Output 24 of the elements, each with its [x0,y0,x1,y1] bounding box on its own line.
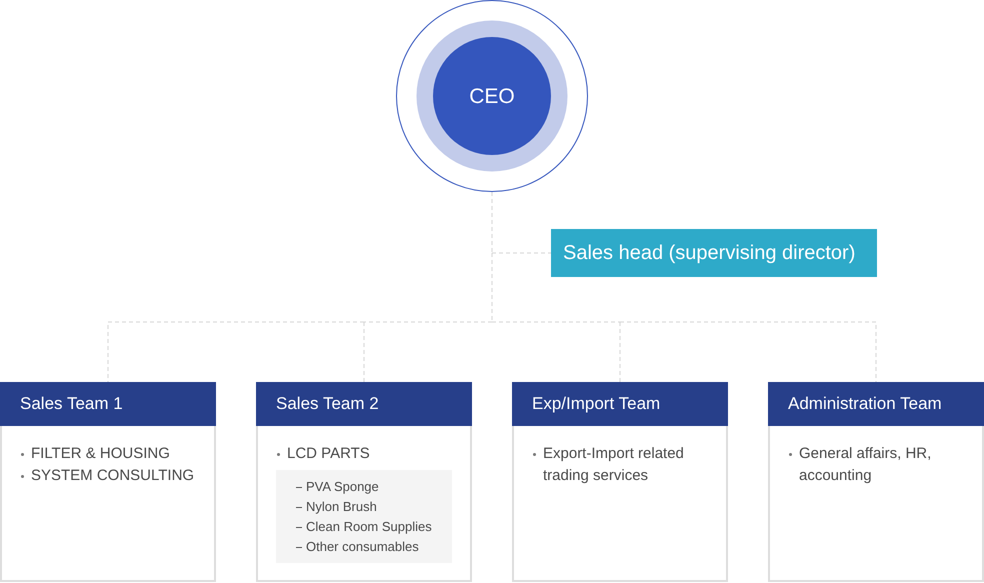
connector-line [620,322,876,382]
list-item-text: SYSTEM CONSULTING [31,466,194,486]
sub-item-text: Nylon Brush [306,498,377,516]
circle-node [396,0,588,192]
list-item-text: LCD PARTS [287,444,370,464]
node-label: CEO [469,86,515,106]
position-box: Sales head (supervising director) [551,229,877,277]
team-card [0,382,216,582]
sub-item-text: Other consumables [306,538,419,556]
sub-item-text: Clean Room Supplies [306,518,432,536]
team-card [256,382,472,582]
list-item-text: Export-Import related trading services [543,444,685,486]
connector-line [108,322,364,382]
list-item-text: General affairs, HR, accounting [799,444,932,486]
list-item-text: FILTER & HOUSING [31,444,170,464]
team-header: Sales Team 2 [256,382,472,426]
team-card [512,382,728,582]
team-header: Exp/Import Team [512,382,728,426]
team-header: Sales Team 1 [0,382,216,426]
team-card [768,382,984,582]
sub-list-panel [276,470,452,563]
team-header: Administration Team [768,382,984,426]
sub-item-text: PVA Sponge [306,478,379,496]
connector-line [492,252,552,254]
